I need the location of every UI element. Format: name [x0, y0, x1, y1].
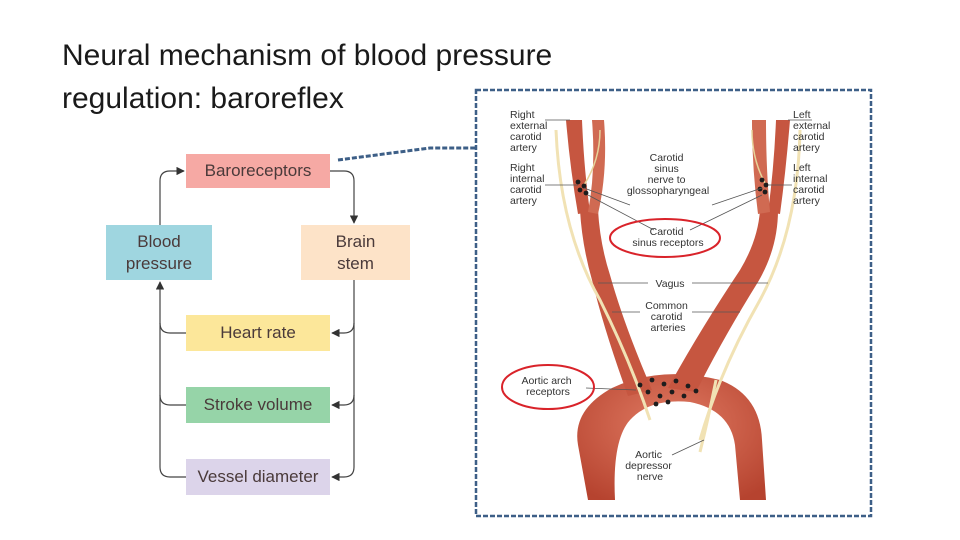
right-external-carotid-label: Right external carotid artery	[510, 109, 550, 154]
stroke-volume-return	[159, 394, 186, 406]
left-external-carotid	[768, 120, 790, 214]
aortic-arch-receptors-label: Aortic arch receptors	[521, 375, 574, 398]
vessel-diameter-label: Vessel diameter	[197, 467, 319, 486]
aortic-arch-receptors-highlight	[501, 364, 595, 410]
blood-pressure-box: Blood pressure	[106, 225, 212, 280]
heart-rate-return	[159, 322, 186, 334]
blood-pressure-label-line2: pressure	[125, 253, 193, 273]
left-common-carotid	[668, 210, 778, 392]
artery-illustration: Right external carotid artery Right inte…	[501, 109, 833, 500]
blood-pressure-label-line1: Blood	[137, 231, 181, 251]
effector-return-line	[155, 281, 186, 478]
vagus-label: Vagus	[656, 278, 685, 290]
carotid-sinus-receptors-highlight	[609, 218, 721, 258]
left-external-carotid-label: Left external carotid artery	[793, 109, 833, 154]
stroke-volume-label: Stroke volume	[203, 395, 313, 414]
baroreceptors-label: Baroreceptors	[204, 161, 312, 180]
aortic-depressor-nerve-label: Aortic depressor nerve	[625, 449, 675, 483]
arrow-brainstem-to-stroke-volume	[331, 394, 355, 410]
baroreceptors-box: Baroreceptors	[186, 154, 330, 188]
carotid-sinus-nerve-label: Carotid sinus nerve to glossopharyngeal	[627, 152, 709, 197]
heart-rate-label: Heart rate	[220, 323, 296, 342]
heart-rate-box: Heart rate	[186, 315, 330, 351]
right-internal-carotid	[588, 120, 606, 214]
callout-leader	[337, 146, 476, 162]
aortic-depressor-nerve-line	[698, 379, 718, 453]
left-internal-carotid-label: Left internal carotid artery	[793, 162, 830, 207]
arrow-brainstem-to-heart-rate	[331, 322, 355, 338]
brain-stem-label-line1: Brain	[335, 231, 376, 251]
right-external-carotid	[566, 120, 590, 214]
right-sinus-nerve	[583, 129, 601, 186]
right-internal-carotid-label: Right internal carotid artery	[510, 162, 547, 207]
callout-frame	[474, 88, 873, 518]
title-line-2: regulation: baroreflex	[62, 82, 344, 115]
brain-stem-box: Brain stem	[301, 225, 410, 280]
left-vagus-nerve	[698, 129, 802, 441]
right-common-carotid	[580, 210, 652, 396]
brainstem-outflow-line	[331, 280, 355, 482]
common-carotid-label: Common carotid arteries	[645, 300, 691, 334]
page-title: Neural mechanism of blood pressure regul…	[62, 34, 722, 120]
vessel-diameter-box: Vessel diameter	[186, 459, 330, 495]
carotid-sinus-receptors-label: Carotid sinus receptors	[632, 226, 703, 249]
stroke-volume-box: Stroke volume	[186, 387, 330, 423]
brain-stem-label-line2: stem	[337, 253, 374, 273]
arrow-baroreceptors-to-brainstem	[330, 170, 359, 224]
title-line-1: Neural mechanism of blood pressure	[62, 39, 553, 72]
arrow-bp-to-baroreceptors	[159, 166, 185, 225]
aortic-arch	[577, 374, 766, 500]
